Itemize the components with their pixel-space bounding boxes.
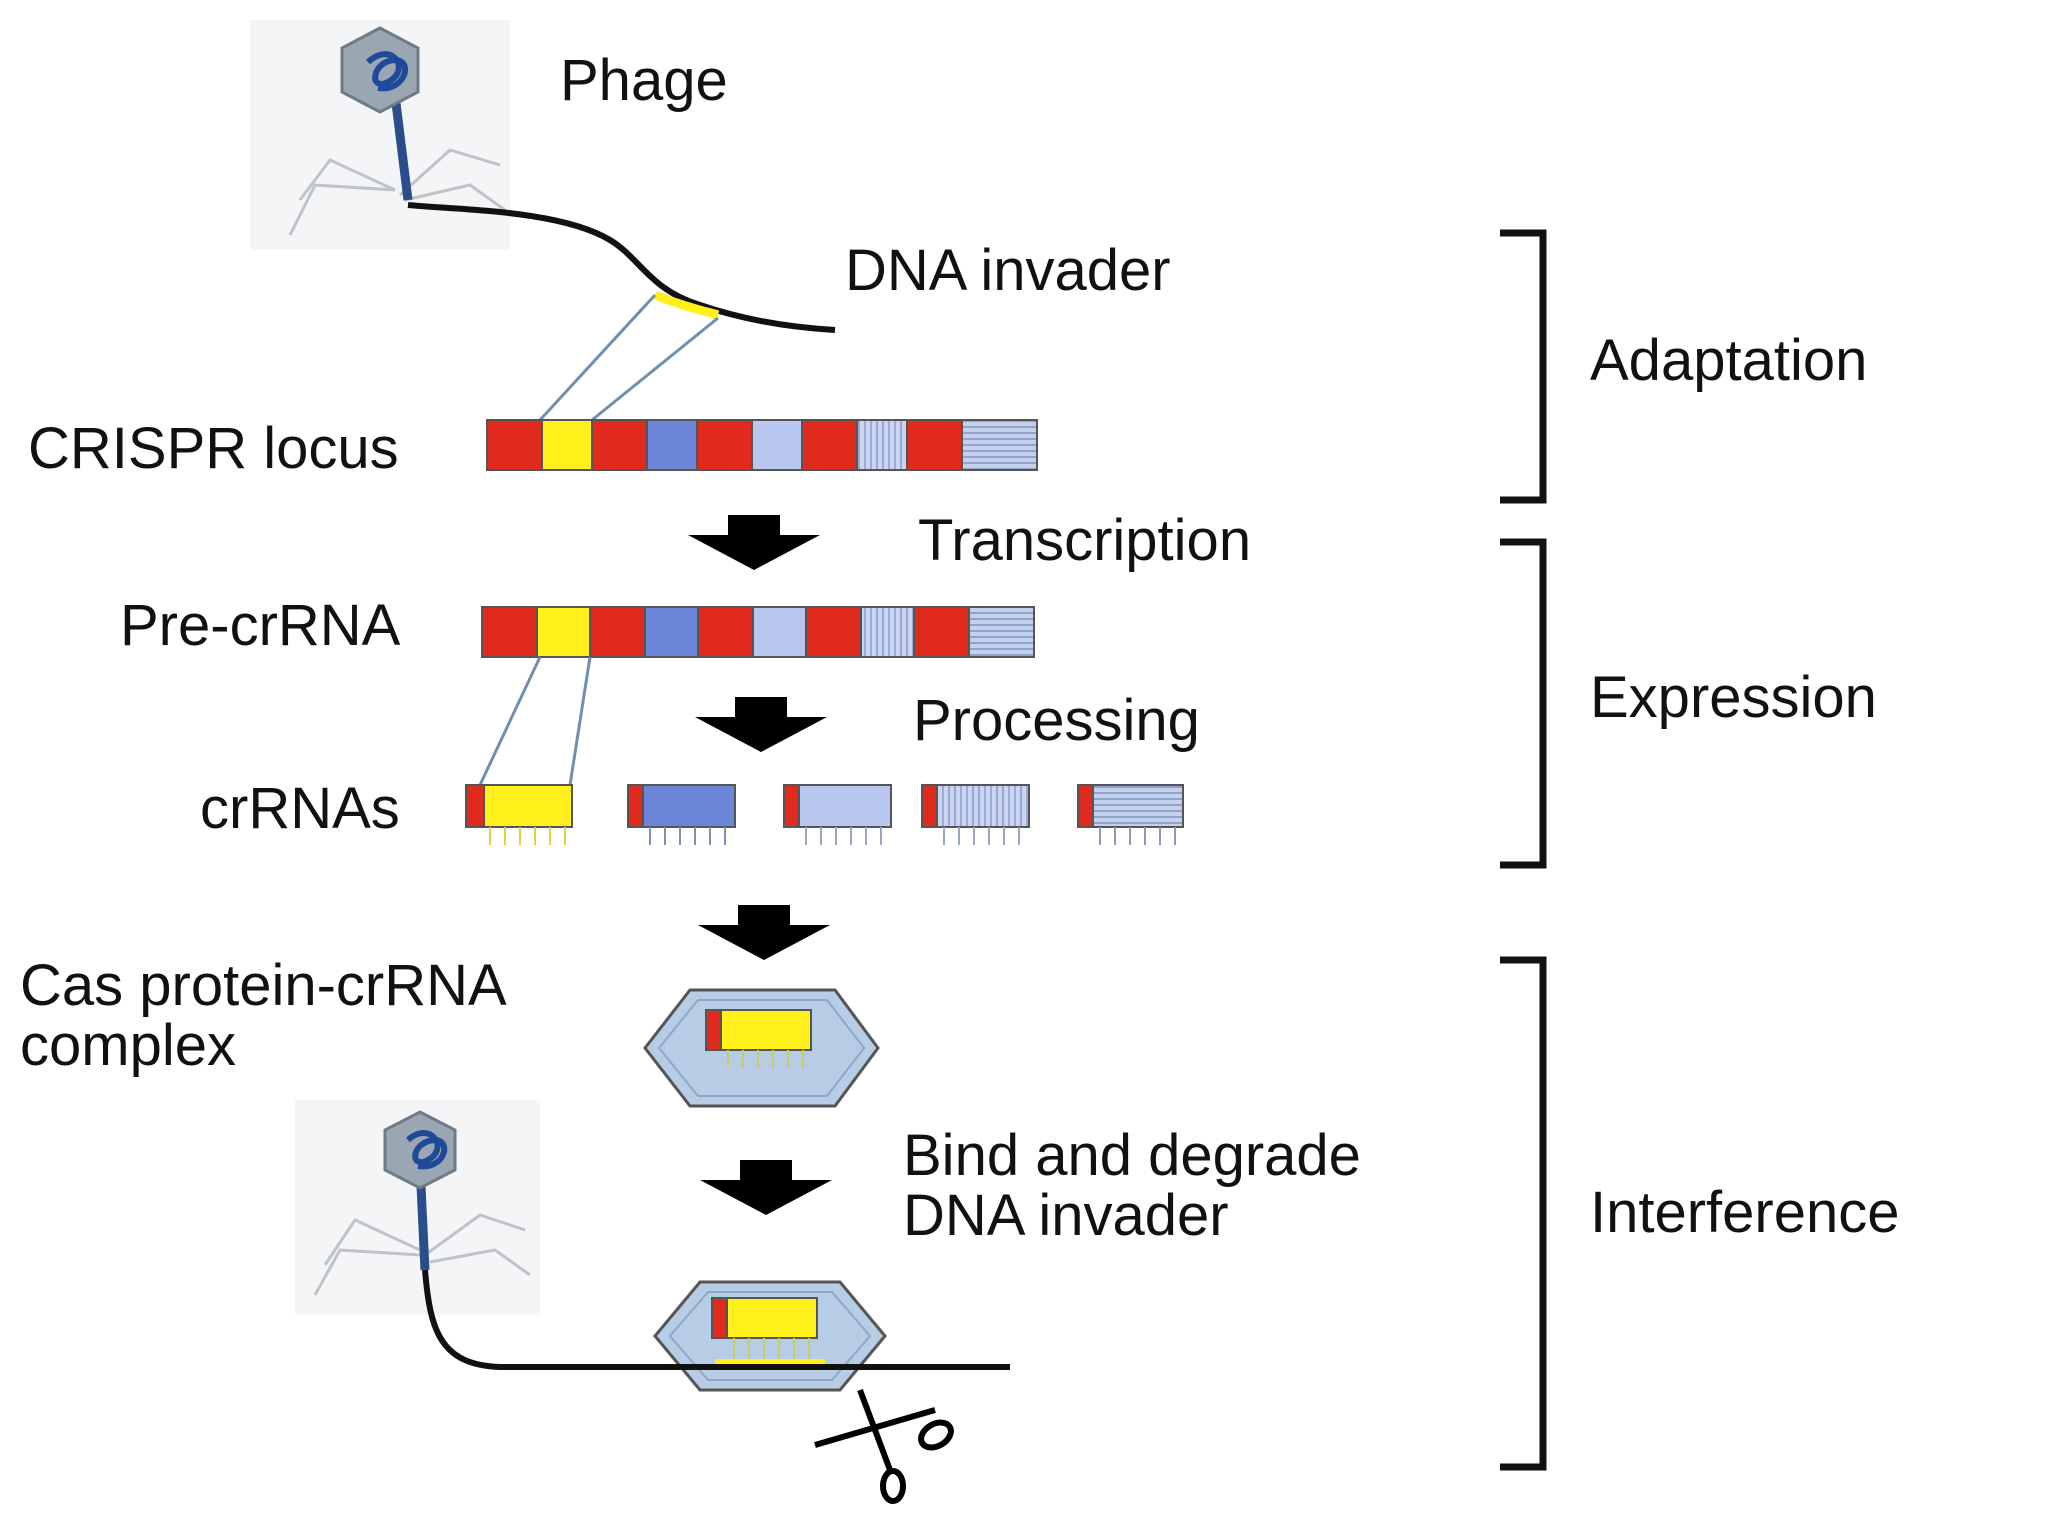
spacer-acquisition-lines bbox=[538, 293, 719, 422]
cas-complex-icon bbox=[643, 988, 880, 1108]
down-arrow-icon-transcription bbox=[688, 515, 820, 570]
scissors-icon bbox=[814, 1388, 954, 1504]
bind-degrade-label-line1: Bind and degrade bbox=[903, 1123, 1361, 1188]
processing-lines bbox=[478, 656, 592, 786]
pre-crrna-label: Pre-crRNA bbox=[120, 593, 401, 658]
bracket-icon-adaptation bbox=[1500, 229, 1547, 504]
crrna-blue bbox=[627, 784, 736, 845]
bracket-icon-expression bbox=[1500, 538, 1547, 869]
cas-complex-label-line1: Cas protein-crRNA bbox=[20, 953, 507, 1018]
crrna-set bbox=[465, 784, 1184, 845]
cas-complex-bound-icon bbox=[653, 1280, 887, 1392]
cas-complex-label-line2: complex bbox=[20, 1013, 236, 1078]
crrna-striped bbox=[921, 784, 1030, 845]
dna-invader-strand bbox=[407, 202, 836, 333]
down-arrow-icon-interference bbox=[700, 1160, 832, 1215]
crispr-locus-array bbox=[486, 419, 1038, 471]
crrna-light bbox=[783, 784, 892, 845]
stage-expression: Expression bbox=[1590, 665, 1877, 730]
crispr-locus-label: CRISPR locus bbox=[28, 416, 399, 481]
pre-crrna-array bbox=[481, 606, 1035, 658]
crrna-hatched bbox=[1077, 784, 1184, 845]
down-arrow-icon-processing bbox=[695, 697, 827, 752]
bound-dna-strand bbox=[422, 1269, 1010, 1370]
crrna-yellow bbox=[465, 784, 573, 845]
dna-invader-spacer bbox=[653, 290, 720, 320]
down-arrow-icon-assembly bbox=[698, 905, 830, 960]
phage-label: Phage bbox=[560, 48, 728, 113]
processing-label: Processing bbox=[913, 688, 1200, 753]
crrnas-label: crRNAs bbox=[200, 776, 400, 841]
phage-icon-top bbox=[250, 20, 510, 250]
stage-adaptation: Adaptation bbox=[1590, 328, 1867, 393]
dna-invader-label: DNA invader bbox=[845, 238, 1171, 303]
bind-degrade-label-line2: DNA invader bbox=[903, 1183, 1229, 1248]
transcription-label: Transcription bbox=[918, 508, 1251, 573]
stage-interference: Interference bbox=[1590, 1180, 1900, 1245]
phage-icon-bottom bbox=[295, 1100, 540, 1315]
bracket-icon-interference bbox=[1500, 956, 1547, 1471]
